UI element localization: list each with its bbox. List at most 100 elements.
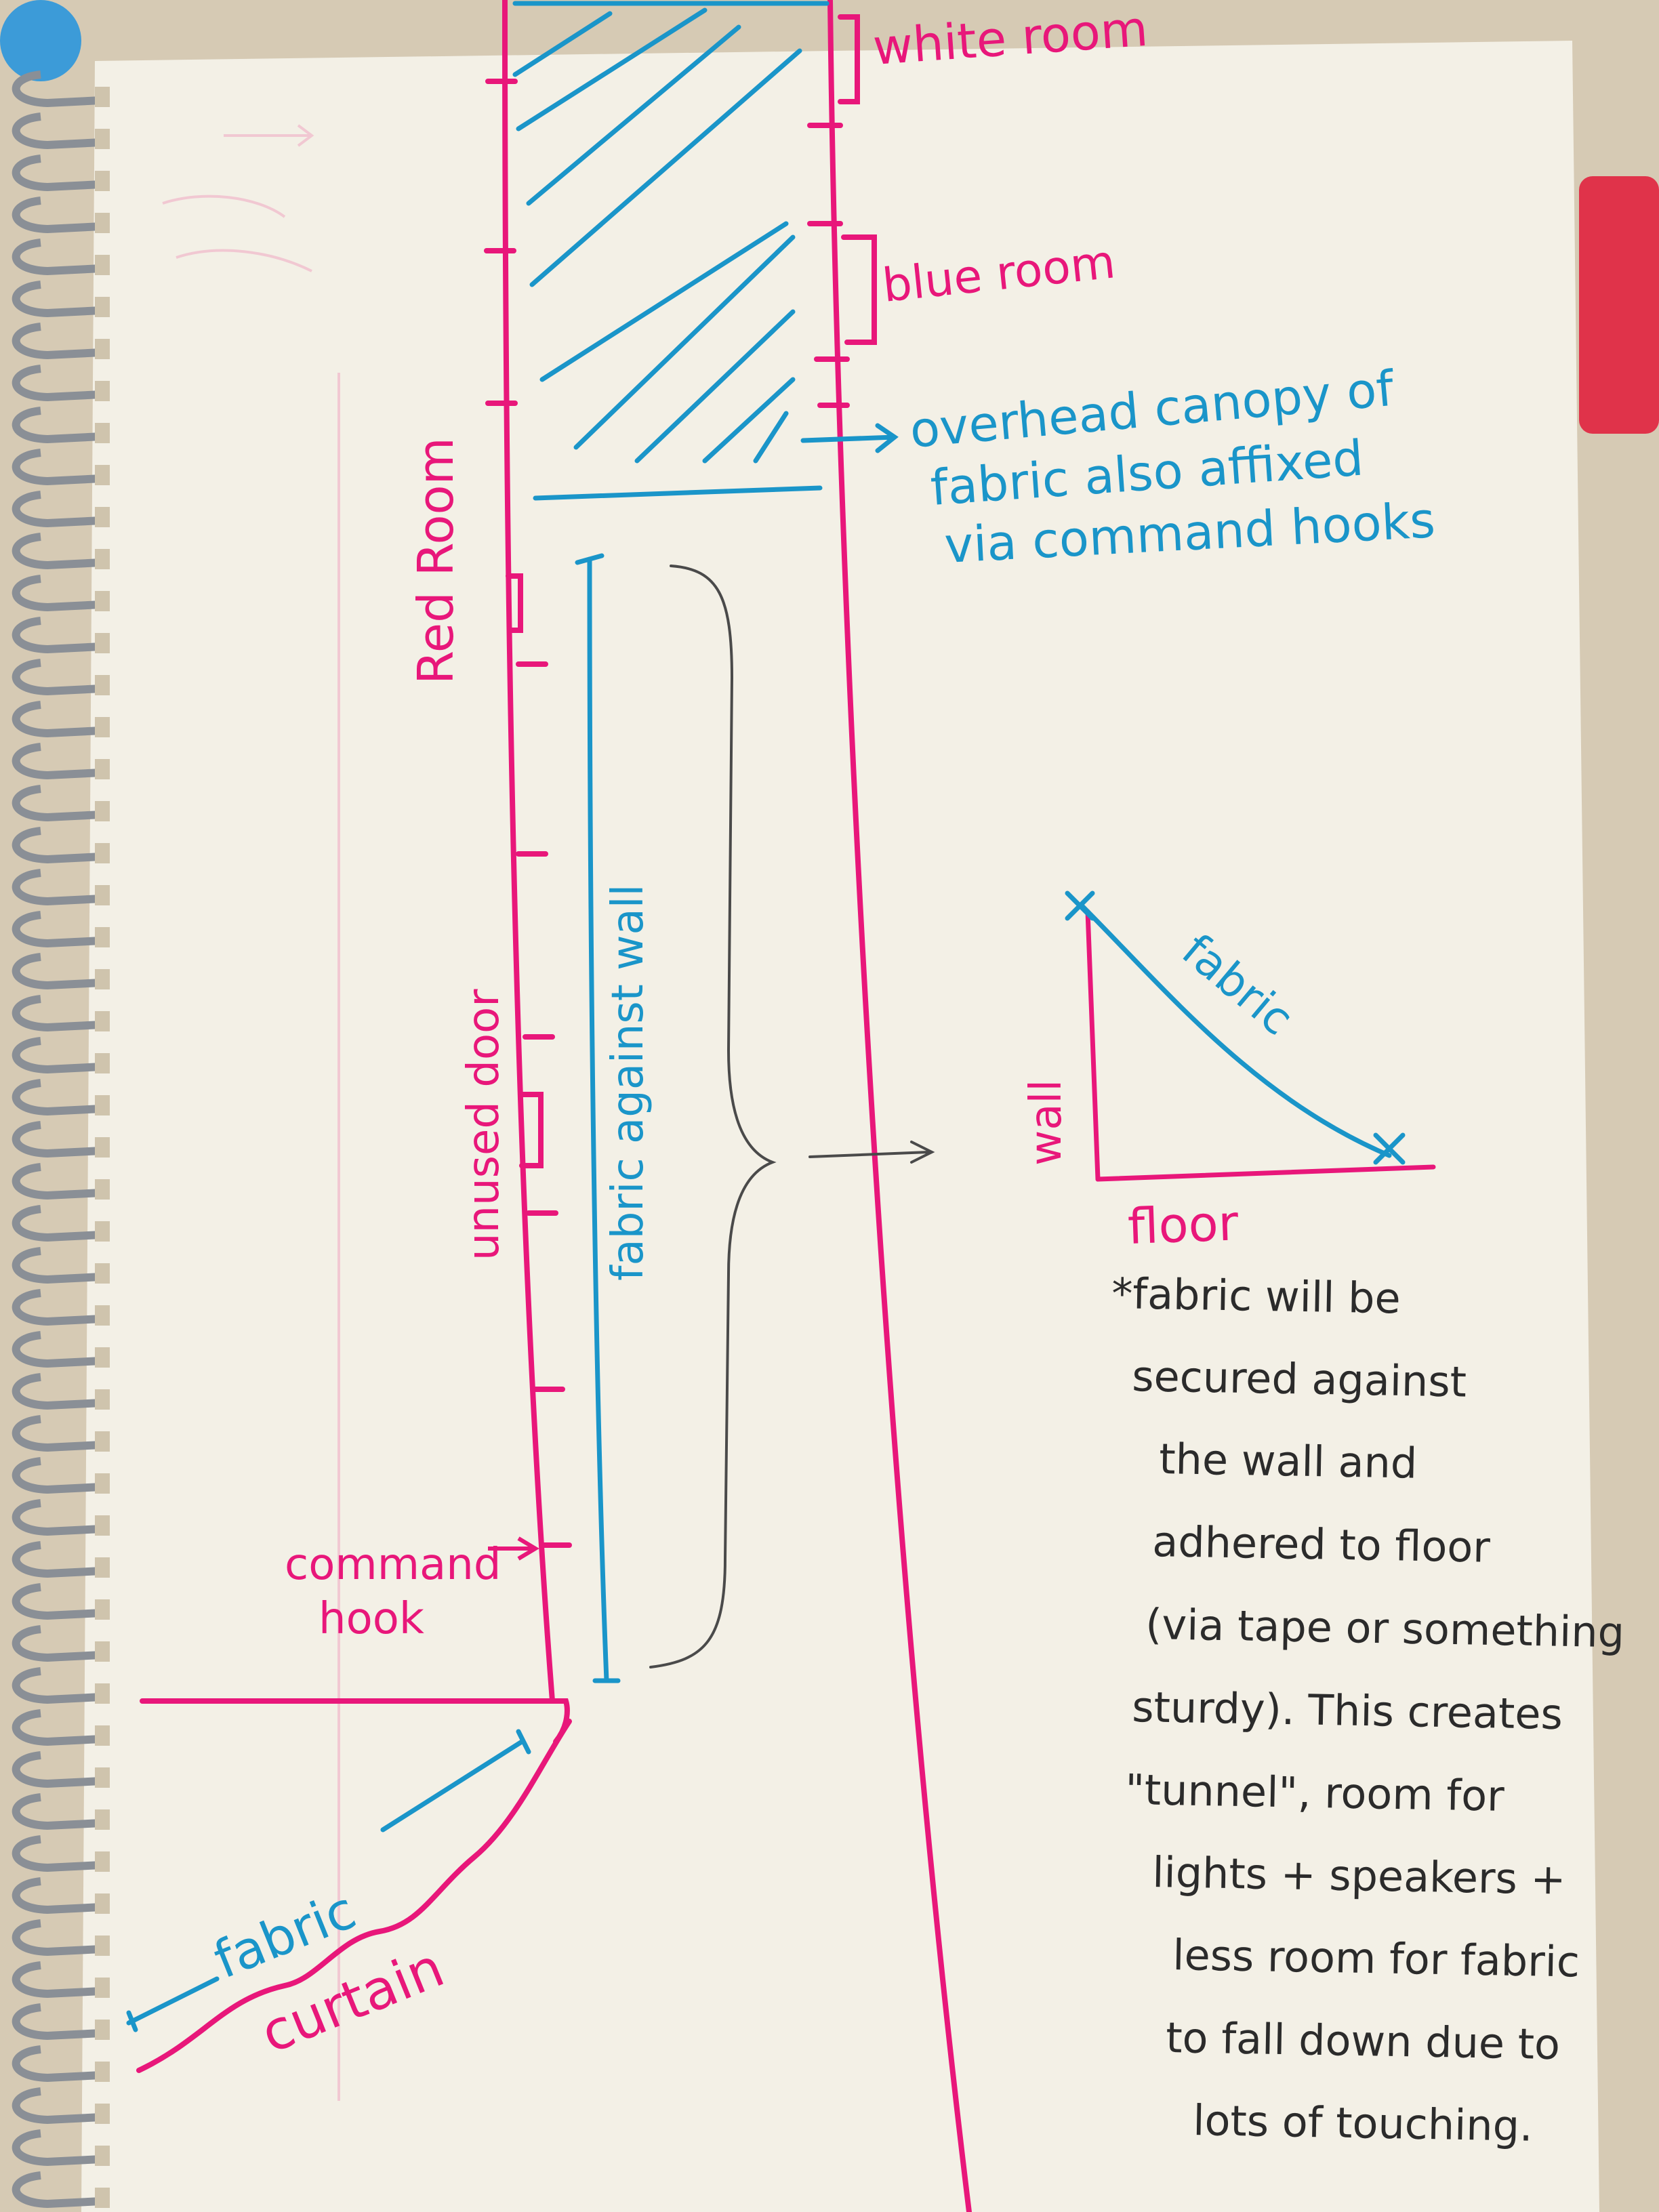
- punch-hole: [95, 129, 110, 149]
- spiral-coil: [12, 575, 102, 612]
- spiral-coil: [12, 365, 102, 402]
- inset-anchor-bottom: [1373, 1132, 1406, 1165]
- spiral-coil: [12, 1751, 102, 1788]
- spiral-coil: [12, 323, 102, 360]
- spiral-coil: [12, 1037, 102, 1074]
- spiral-coil: [12, 1079, 102, 1116]
- spiral-coil: [12, 1163, 102, 1200]
- punch-hole: [95, 675, 110, 695]
- spiral-coil: [12, 1625, 102, 1662]
- punch-hole: [95, 297, 110, 317]
- punch-hole: [95, 969, 110, 989]
- spiral-coil: [12, 1583, 102, 1620]
- spiral-coil: [12, 239, 102, 276]
- fabric-against-wall-label: fabric against wall: [603, 884, 653, 1281]
- spiral-coil: [12, 1961, 102, 1999]
- punch-hole: [95, 885, 110, 905]
- spiral-coil: [12, 1457, 102, 1494]
- spiral-coil: [12, 1331, 102, 1368]
- punch-hole: [95, 1221, 110, 1242]
- spiral-coil: [12, 1667, 102, 1704]
- punch-hole: [95, 507, 110, 527]
- punch-hole: [95, 843, 110, 863]
- spiral-binding: [12, 70, 110, 2209]
- spiral-coil: [12, 785, 102, 822]
- spiral-coil: [12, 701, 102, 738]
- note-line: sturdy). This creates: [1132, 1682, 1563, 1739]
- command-hook-label-line1: command: [285, 1540, 501, 1590]
- punch-hole: [95, 1599, 110, 1620]
- punch-hole: [95, 1641, 110, 1662]
- spiral-coil: [12, 1289, 102, 1326]
- spiral-coil: [12, 1919, 102, 1957]
- blue-object: [0, 0, 81, 81]
- inset-wall-line: [1085, 909, 1101, 1182]
- punch-hole: [95, 255, 110, 275]
- punch-hole: [95, 465, 110, 485]
- spiral-coil: [12, 617, 102, 654]
- note-line: the wall and: [1159, 1434, 1418, 1488]
- punch-hole: [95, 213, 110, 233]
- spiral-coil: [12, 1205, 102, 1242]
- punch-hole: [95, 381, 110, 401]
- note-line: lights + speakers +: [1152, 1847, 1566, 1904]
- spiral-coil: [12, 1373, 102, 1410]
- punch-hole: [95, 1305, 110, 1326]
- hallway-walls: [136, 0, 972, 2212]
- note-line: lots of touching.: [1193, 2095, 1534, 2151]
- punch-hole: [95, 1431, 110, 1452]
- spiral-coil: [12, 491, 102, 528]
- punch-hole: [95, 1809, 110, 1830]
- punch-hole: [95, 633, 110, 653]
- punch-hole: [95, 1347, 110, 1368]
- inset-cross-section: [1065, 890, 1436, 1182]
- punch-hole: [95, 2104, 110, 2124]
- punch-hole: [95, 1263, 110, 1284]
- note-line: adhered to floor: [1152, 1517, 1491, 1572]
- punch-hole: [95, 1893, 110, 1914]
- punch-hole: [95, 2062, 110, 2082]
- inset-floor-label: floor: [1127, 1194, 1240, 1255]
- punch-hole: [95, 1936, 110, 1956]
- spiral-coil: [12, 1835, 102, 1872]
- inset-floor-line: [1095, 1164, 1436, 1182]
- spiral-coil: [12, 2129, 102, 2167]
- note-line: less room for fabric: [1172, 1930, 1580, 1986]
- punch-hole: [95, 549, 110, 569]
- punch-hole: [95, 2146, 110, 2166]
- spiral-coil: [12, 995, 102, 1032]
- note-line: "tunnel", room for: [1125, 1765, 1505, 1821]
- command-hook-label-line2: hook: [319, 1594, 424, 1644]
- note-line: secured against: [1132, 1351, 1467, 1407]
- spiral-coil: [12, 1877, 102, 1914]
- note-line: *fabric will be: [1111, 1269, 1401, 1323]
- spiral-coil: [12, 743, 102, 780]
- spiral-coil: [12, 112, 102, 150]
- punch-hole: [95, 2188, 110, 2208]
- punch-hole: [95, 591, 110, 611]
- note-line: to fall down due to: [1166, 2013, 1561, 2069]
- inset-wall-label: wall: [1021, 1080, 1071, 1166]
- unused-door-label: unused door: [459, 989, 509, 1261]
- spiral-coil: [12, 1121, 102, 1158]
- inset-fabric-line: [1078, 902, 1392, 1158]
- spiral-coil: [12, 1793, 102, 1830]
- punch-hole: [95, 1137, 110, 1158]
- punch-hole: [95, 339, 110, 359]
- spiral-coil: [12, 197, 102, 234]
- punch-hole: [95, 87, 110, 107]
- punch-hole: [95, 1767, 110, 1788]
- punch-hole: [95, 1683, 110, 1704]
- spiral-coil: [12, 869, 102, 906]
- spiral-coil: [12, 407, 102, 444]
- spiral-coil: [12, 953, 102, 990]
- inset-anchor-top: [1065, 890, 1095, 921]
- spiral-coil: [12, 70, 102, 108]
- punch-hole: [95, 1978, 110, 1998]
- spiral-coil: [12, 911, 102, 948]
- spiral-coil: [12, 1499, 102, 1536]
- punch-hole: [95, 717, 110, 737]
- spiral-coil: [12, 449, 102, 486]
